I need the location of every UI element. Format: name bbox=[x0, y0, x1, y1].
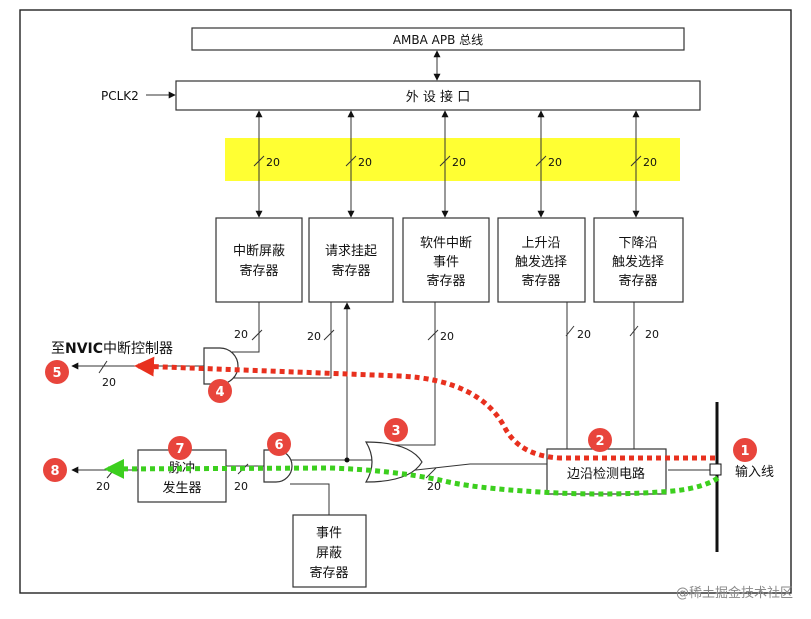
pclk2-label: PCLK2 bbox=[101, 89, 139, 103]
svg-text:5: 5 bbox=[52, 366, 61, 381]
bus-width-4: 20 bbox=[548, 156, 562, 169]
interrupt-mask-register-line1: 中断屏蔽 bbox=[233, 244, 285, 259]
svg-text:2: 2 bbox=[595, 434, 604, 449]
falling-trigger-register-line2: 触发选择 bbox=[612, 254, 664, 270]
pending-request-register-line1: 请求挂起 bbox=[325, 244, 377, 259]
svg-text:8: 8 bbox=[50, 464, 59, 479]
peripheral-interface bbox=[175, 80, 701, 111]
rising-trigger-register-line1: 上升沿 bbox=[521, 236, 560, 251]
falling-trigger-register bbox=[593, 217, 684, 303]
rising-trigger-register-line2: 触发选择 bbox=[515, 254, 567, 270]
falling-trigger-register-line3: 寄存器 bbox=[618, 273, 657, 289]
edge-width: 20 bbox=[427, 480, 441, 493]
svg-text:4: 4 bbox=[215, 385, 224, 400]
diagram-frame bbox=[19, 9, 792, 594]
interrupt-mask-register-line2: 寄存器 bbox=[239, 263, 278, 279]
event-path bbox=[104, 458, 720, 497]
interrupt-mask-register bbox=[215, 217, 303, 303]
software-interrupt-event-register-line3: 寄存器 bbox=[426, 273, 465, 289]
event-out-width: 20 bbox=[96, 480, 110, 493]
interrupt-path bbox=[134, 356, 715, 461]
pending-width: 20 bbox=[307, 330, 321, 343]
nvic-label: 至NVIC中断控制器 bbox=[51, 341, 173, 357]
pulse-generator-line1: 脉冲 bbox=[169, 461, 195, 476]
and-gate-interrupt bbox=[203, 347, 239, 385]
svg-text:1: 1 bbox=[740, 444, 749, 459]
watermark: @稀土掘金技术社区 bbox=[675, 586, 793, 601]
amba-apb-bus-label: AMBA APB 总线 bbox=[393, 33, 483, 47]
software-interrupt-event-register-line1: 软件中断 bbox=[420, 236, 472, 251]
step-marker-7: 7 bbox=[168, 436, 192, 460]
edge-detection-label: 边沿检测电路 bbox=[567, 466, 645, 482]
register-bus-lines bbox=[253, 110, 642, 218]
software-interrupt-event-register-line2: 事件 bbox=[433, 255, 459, 270]
bus-width-5: 20 bbox=[643, 156, 657, 169]
bus-width-2: 20 bbox=[358, 156, 372, 169]
svg-text:3: 3 bbox=[391, 424, 400, 439]
bus-width-3: 20 bbox=[452, 156, 466, 169]
event-mask-register bbox=[292, 514, 367, 588]
rising-width: 20 bbox=[577, 328, 591, 341]
and6-width: 20 bbox=[234, 480, 248, 493]
pending-request-register-line2: 寄存器 bbox=[331, 263, 370, 279]
falling-trigger-register-line1: 下降沿 bbox=[618, 236, 657, 251]
step-marker-1: 1 bbox=[733, 438, 757, 462]
mask-width: 20 bbox=[234, 328, 248, 341]
event-mask-register-line1: 事件 bbox=[316, 526, 342, 541]
step-marker-5: 5 bbox=[45, 360, 69, 384]
bus-width-highlight bbox=[225, 138, 680, 181]
software-interrupt-event-register bbox=[402, 217, 490, 303]
swint-width: 20 bbox=[440, 330, 454, 343]
pending-request-register bbox=[308, 217, 394, 303]
event-mask-register-line3: 寄存器 bbox=[309, 565, 348, 581]
rising-trigger-register bbox=[497, 217, 586, 303]
step-marker-3: 3 bbox=[384, 418, 408, 442]
amba-apb-bus bbox=[191, 27, 685, 51]
bus-width-1: 20 bbox=[266, 156, 280, 169]
event-mask-register-line2: 屏蔽 bbox=[316, 546, 342, 561]
step-marker-2: 2 bbox=[588, 428, 612, 452]
step-marker-6: 6 bbox=[267, 432, 291, 456]
nvic-width: 20 bbox=[102, 376, 116, 389]
svg-text:6: 6 bbox=[274, 438, 283, 453]
input-line-label: 输入线 bbox=[735, 464, 774, 480]
pulse-generator-line2: 发生器 bbox=[162, 480, 201, 496]
step-marker-4: 4 bbox=[208, 379, 232, 403]
step-marker-8: 8 bbox=[43, 458, 67, 482]
input-pin bbox=[709, 463, 722, 476]
rising-trigger-register-line3: 寄存器 bbox=[521, 273, 560, 289]
peripheral-interface-label: 外 设 接 口 bbox=[406, 89, 470, 105]
svg-text:7: 7 bbox=[175, 442, 184, 457]
falling-width: 20 bbox=[645, 328, 659, 341]
